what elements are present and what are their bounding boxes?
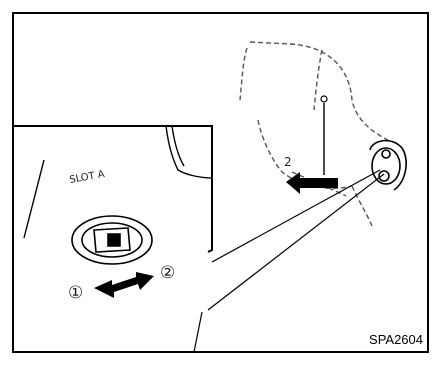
latch-mechanism: [370, 141, 406, 190]
callout-marker: 2: [284, 155, 292, 169]
step-1-label: ①: [68, 283, 83, 303]
callout-lines: [194, 170, 384, 352]
step-2-label: ②: [160, 263, 175, 283]
figure-code: SPA2604: [369, 332, 423, 347]
inset-panel: [12, 126, 212, 252]
vehicle-outline: [240, 42, 388, 226]
rod-end: [321, 96, 327, 102]
inset-edges: [24, 126, 212, 238]
double-arrow: [94, 272, 154, 298]
direction-arrow-main: [286, 172, 338, 194]
detail-label: SLOT A: [69, 169, 106, 186]
lock-switch: [72, 216, 152, 264]
